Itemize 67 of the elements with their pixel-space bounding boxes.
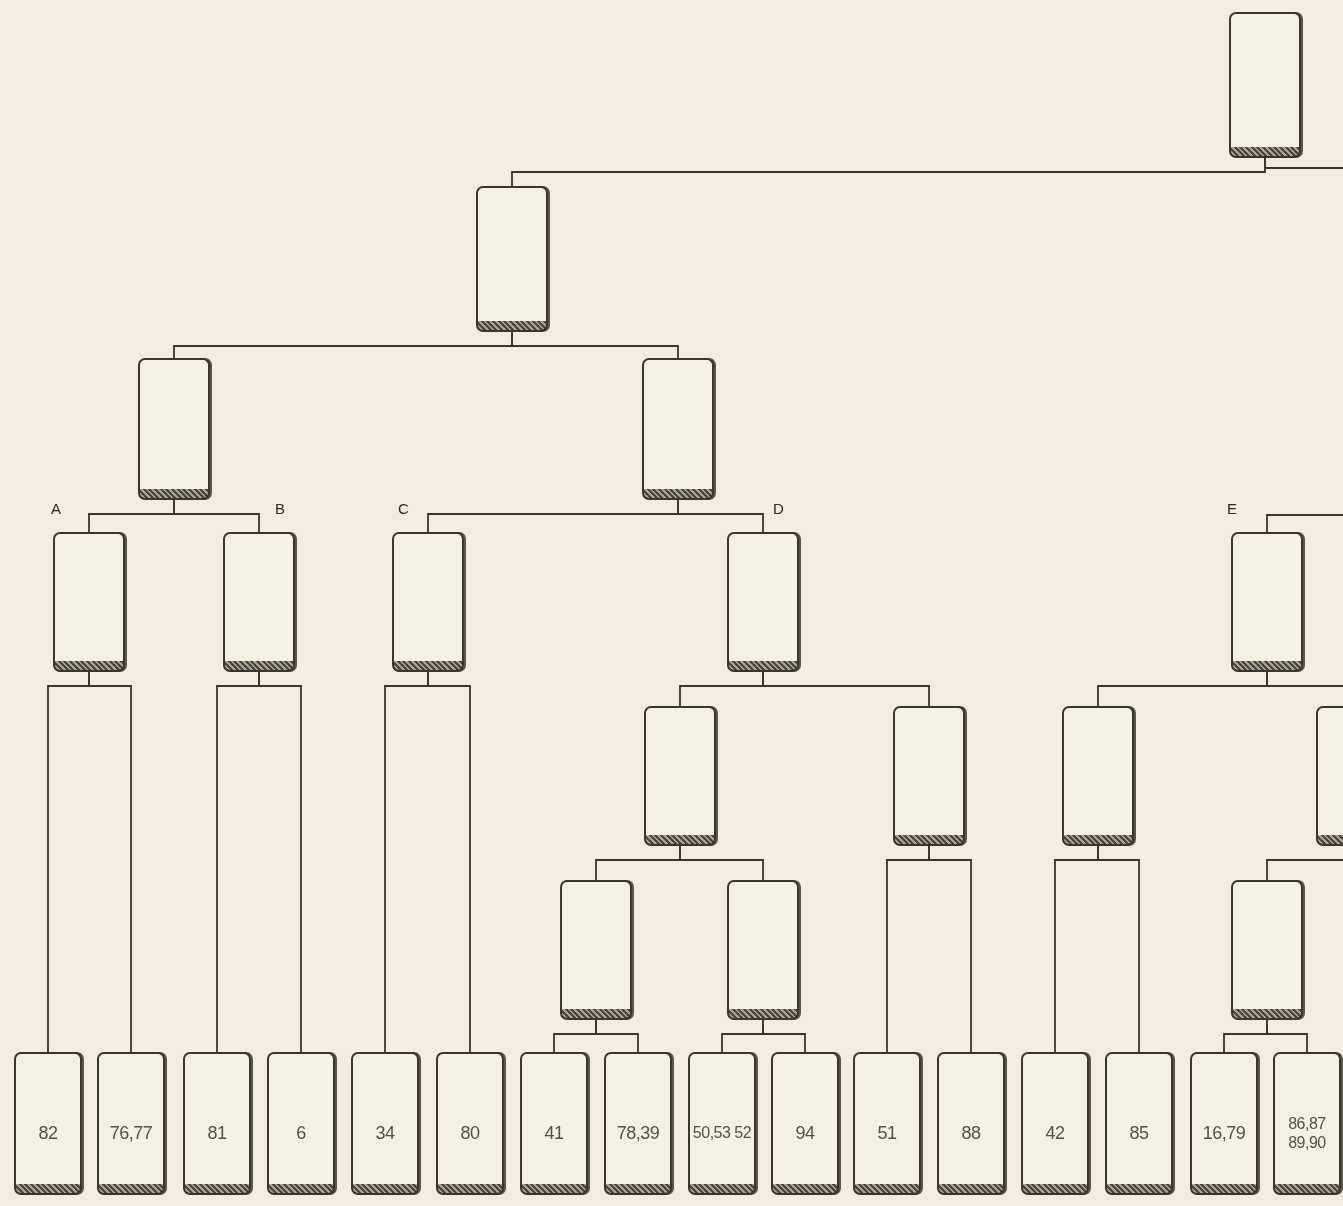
leaf-box <box>97 1052 165 1195</box>
tree-node-box <box>138 358 210 500</box>
leaf-box <box>520 1052 588 1195</box>
leaf-box <box>853 1052 921 1195</box>
connector-line <box>762 1019 806 1053</box>
leaf-box <box>267 1052 335 1195</box>
connector-line <box>1264 157 1343 169</box>
connector-line <box>595 1019 639 1053</box>
tree-node-box <box>1231 880 1303 1020</box>
leaf-number: 85 <box>1128 1123 1150 1144</box>
branch-letter: D <box>773 500 784 517</box>
leaf-box <box>771 1052 839 1195</box>
leaf-box <box>183 1052 251 1195</box>
tree-node-box <box>1229 12 1301 158</box>
connector-line <box>679 845 764 881</box>
connector-line <box>173 499 260 533</box>
leaf-box <box>937 1052 1005 1195</box>
tree-node-box <box>53 532 125 672</box>
leaf-number: 80 <box>459 1123 481 1144</box>
tree-node-box <box>1231 532 1303 672</box>
leaf-number: 34 <box>374 1123 396 1144</box>
leaf-box <box>351 1052 419 1195</box>
tree-node-box <box>727 880 799 1020</box>
leaf-box <box>1190 1052 1258 1195</box>
leaf-box <box>14 1052 82 1195</box>
connector-line <box>1097 845 1140 1053</box>
leaf-number: 88 <box>960 1123 982 1144</box>
leaf-box <box>1273 1052 1341 1195</box>
leaf-box <box>1021 1052 1089 1195</box>
leaf-number: 78,39 <box>615 1123 661 1144</box>
leaf-box <box>604 1052 672 1195</box>
tree-node-box <box>560 880 632 1020</box>
tree-node-box <box>727 532 799 672</box>
branch-letter: A <box>51 500 61 517</box>
tree-node-box <box>644 706 716 846</box>
leaf-box <box>436 1052 504 1195</box>
tree-node-box <box>476 186 548 332</box>
connector-line <box>677 499 764 533</box>
tree-node-box <box>893 706 965 846</box>
tree-node-box <box>223 532 295 672</box>
tree-node-box <box>642 358 714 500</box>
tree-node-box <box>1062 706 1134 846</box>
leaf-number: 6 <box>295 1123 307 1144</box>
tree-node-box <box>392 532 464 672</box>
branch-letter: B <box>275 500 285 517</box>
connector-line <box>762 671 930 707</box>
leaf-box <box>1105 1052 1173 1195</box>
leaf-number: 41 <box>543 1123 565 1144</box>
connector-line <box>427 671 471 1053</box>
connector-line <box>511 331 679 359</box>
connector-line <box>88 671 132 1053</box>
leaf-box <box>688 1052 756 1195</box>
branch-letter: E <box>1227 500 1237 517</box>
connector-line <box>1266 514 1343 533</box>
leaf-number: 76,77 <box>108 1123 154 1144</box>
leaf-number: 86,87 89,90 <box>1287 1115 1327 1152</box>
leaf-number: 16,79 <box>1201 1123 1247 1144</box>
leaf-number: 81 <box>206 1123 228 1144</box>
connector-line <box>258 671 302 1053</box>
leaf-number: 94 <box>794 1123 816 1144</box>
connector-line <box>928 845 972 1053</box>
leaf-number: 82 <box>37 1123 59 1144</box>
connector-line <box>1266 1019 1308 1053</box>
leaf-number: 42 <box>1044 1123 1066 1144</box>
leaf-number: 51 <box>876 1123 898 1144</box>
leaf-number: 50,53 52 <box>691 1124 753 1143</box>
branch-letter: C <box>398 500 409 517</box>
